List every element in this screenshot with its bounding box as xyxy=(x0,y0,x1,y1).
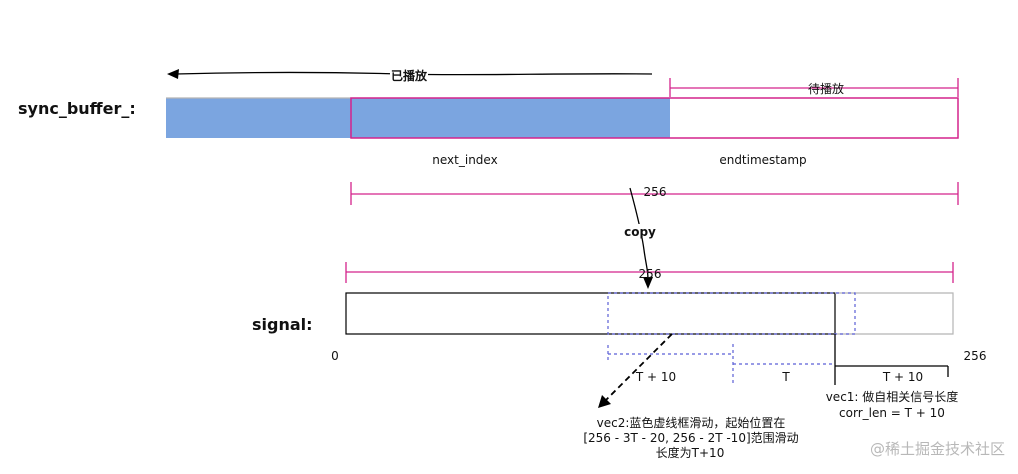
gap-label: T xyxy=(781,370,790,384)
sync-buffer-window xyxy=(350,97,959,139)
played-arrow-head xyxy=(167,69,179,79)
vec2-pointer-head xyxy=(598,395,611,408)
signal-label: signal: xyxy=(252,315,313,334)
signal-main-region xyxy=(345,292,836,335)
played-label-backdrop xyxy=(390,67,428,82)
vec2-description-line-2: [256 - 3T - 20, 256 - 2T -10]范围滑动 xyxy=(583,431,798,445)
vec1-description-line-2: corr_len = T + 10 xyxy=(839,406,945,420)
vec2-description-line-1: vec2:蓝色虚线框滑动，起始位置在 xyxy=(597,415,786,430)
signal-end-index: 256 xyxy=(964,349,987,363)
sync-buffer-label: sync_buffer_: xyxy=(18,99,136,118)
vec2-pointer-line xyxy=(605,333,673,401)
vec2-width-label: T + 10 xyxy=(635,370,676,384)
pending-label: 待播放 xyxy=(808,81,844,96)
played-region xyxy=(166,98,670,138)
copy-label-backdrop xyxy=(624,224,656,238)
watermark: @稀土掘金技术社区 xyxy=(870,440,1005,458)
signal-start-index: 0 xyxy=(331,349,339,363)
copy-arrow-head xyxy=(643,277,653,289)
sync-buffer-length-label: 256 xyxy=(644,185,667,199)
played-label: 已播放 xyxy=(391,68,428,83)
endtimestamp-label: endtimestamp xyxy=(719,153,806,167)
vec2-sliding-window xyxy=(607,292,856,335)
vec1-description-line-1: vec1: 做自相关信号长度 xyxy=(826,389,959,404)
vec2-description-line-3: 长度为T+10 xyxy=(656,445,725,460)
copy-label: copy xyxy=(624,225,656,239)
signal-tail-region xyxy=(835,292,954,335)
signal-length-label: 256 xyxy=(639,267,662,281)
next-index-label: next_index xyxy=(432,153,497,167)
vec1-width-label: T + 10 xyxy=(882,370,923,384)
